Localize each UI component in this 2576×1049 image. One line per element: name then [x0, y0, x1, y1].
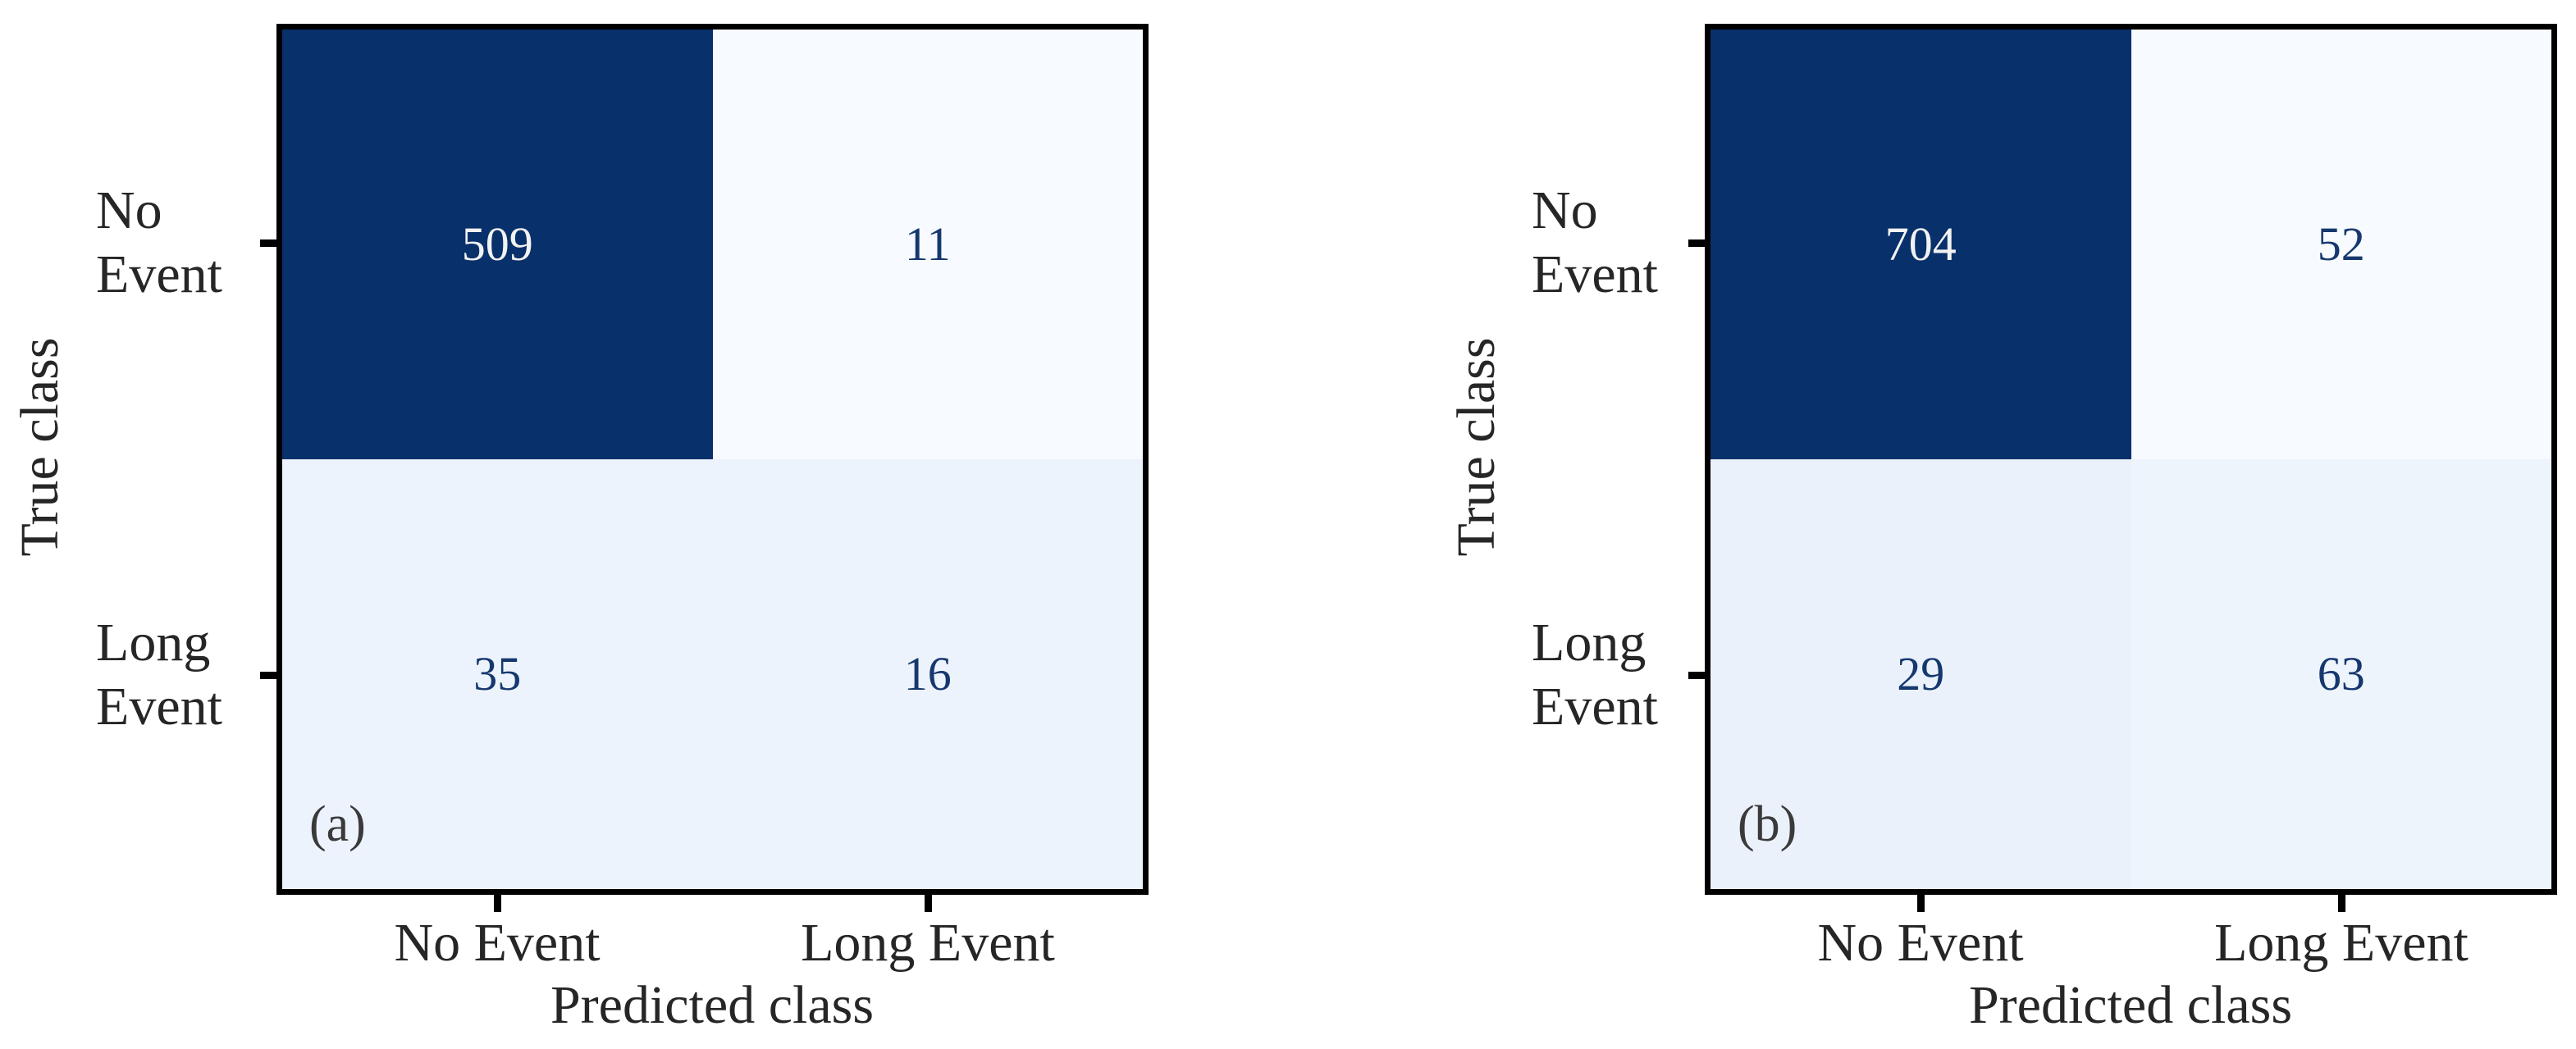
y-tick-label-long-event: Long Event	[96, 613, 222, 737]
cell-true-longevent-pred-noevent: 35	[282, 459, 713, 889]
cell-value: 63	[2317, 647, 2365, 700]
panel-a: True class No Event Long Event 509 11 35…	[10, 24, 1149, 1035]
y-tick-label-no-event: No Event	[96, 180, 222, 304]
cell-true-longevent-pred-longevent: 16	[712, 459, 1143, 889]
x-tick-label-long-event: Long Event	[801, 913, 1055, 973]
cell-true-longevent-pred-longevent: 63	[2131, 459, 2551, 889]
y-axis-title: True class	[1446, 337, 1506, 557]
cell-true-noevent-pred-longevent: 11	[712, 30, 1143, 459]
x-axis-title: Predicted class	[1968, 975, 2293, 1035]
cell-value: 35	[473, 647, 522, 700]
y-axis-title: True class	[10, 337, 70, 557]
panel-tag: (a)	[309, 796, 366, 852]
panel-b: True class No Event Long Event 704 52 29…	[1288, 0, 2576, 1049]
x-tick-mark	[1917, 895, 1925, 912]
x-tick-label-long-event: Long Event	[2214, 913, 2469, 973]
axes-frame: 509 11 35 16 (a)	[276, 24, 1149, 895]
cell-true-noevent-pred-longevent: 52	[2131, 30, 2551, 459]
cell-true-noevent-pred-noevent: 509	[282, 30, 713, 459]
panel-tag: (b)	[1738, 796, 1797, 852]
cell-value: 509	[461, 217, 533, 271]
y-tick-label-long-event: Long Event	[1532, 613, 1658, 737]
x-tick-mark	[925, 895, 932, 912]
y-tick-label-no-event: No Event	[1532, 180, 1658, 304]
x-tick-label-no-event: No Event	[394, 913, 601, 973]
x-tick-mark	[494, 895, 501, 912]
cell-value: 11	[904, 217, 951, 271]
x-axis-title: Predicted class	[550, 975, 875, 1035]
cell-true-longevent-pred-noevent: 29	[1710, 459, 2131, 889]
heatmap-grid: 704 52 29 63	[1710, 30, 2551, 889]
axes-frame: 704 52 29 63 (b)	[1705, 24, 2557, 895]
cell-value: 704	[1884, 217, 1957, 271]
y-tick-mark	[260, 672, 276, 679]
x-tick-mark	[2338, 895, 2345, 912]
y-tick-mark	[1688, 672, 1705, 679]
x-tick-label-no-event: No Event	[1817, 913, 2024, 973]
cell-value: 29	[1897, 647, 1945, 700]
heatmap-grid: 509 11 35 16	[282, 30, 1143, 889]
y-tick-mark	[260, 239, 276, 247]
cell-value: 16	[903, 647, 952, 700]
y-tick-mark	[1688, 239, 1705, 247]
cell-value: 52	[2317, 217, 2365, 271]
cell-true-noevent-pred-noevent: 704	[1710, 30, 2131, 459]
